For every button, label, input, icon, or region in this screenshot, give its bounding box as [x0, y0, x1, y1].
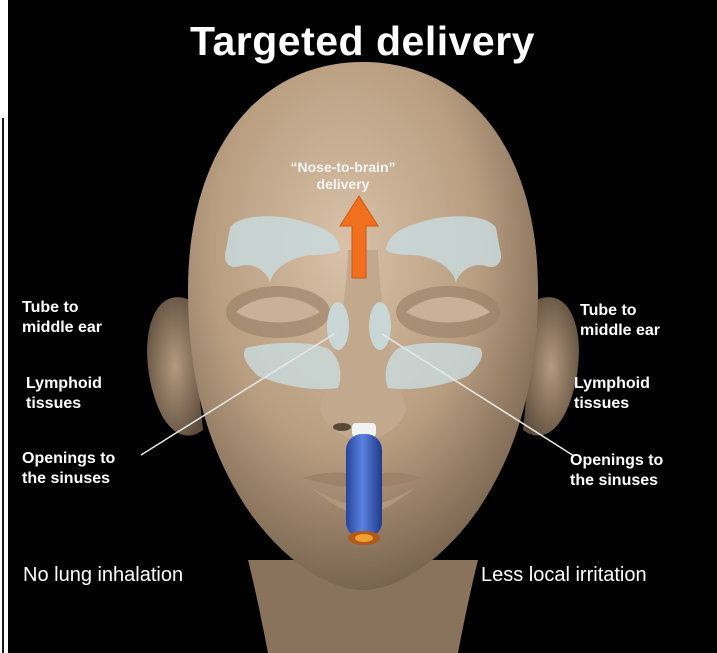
illustration-frame: Targeted delivery “Nose-to-brain” delive… [8, 0, 717, 653]
right-tube-label: Tube to middle ear [580, 301, 660, 341]
bottom-right-caption: Less local irritation [481, 564, 647, 587]
slide-title: Targeted delivery [8, 18, 717, 65]
ethmoid-left [327, 302, 349, 350]
left-tube-label: Tube to middle ear [22, 298, 102, 338]
left-margin [0, 0, 8, 653]
right-lymphoid-label: Lymphoid tissues [574, 374, 650, 414]
bottom-left-caption: No lung inhalation [23, 564, 183, 587]
right-openings-label: Openings to the sinuses [570, 451, 663, 491]
nasal-spray-device [346, 423, 382, 545]
nose-to-brain-label: “Nose-to-brain” delivery [278, 159, 408, 193]
nostril-left [333, 423, 351, 431]
edge-rule [2, 118, 4, 653]
left-openings-label: Openings to the sinuses [22, 449, 115, 489]
ethmoid-right [369, 302, 391, 350]
left-lymphoid-label: Lymphoid tissues [26, 374, 102, 414]
